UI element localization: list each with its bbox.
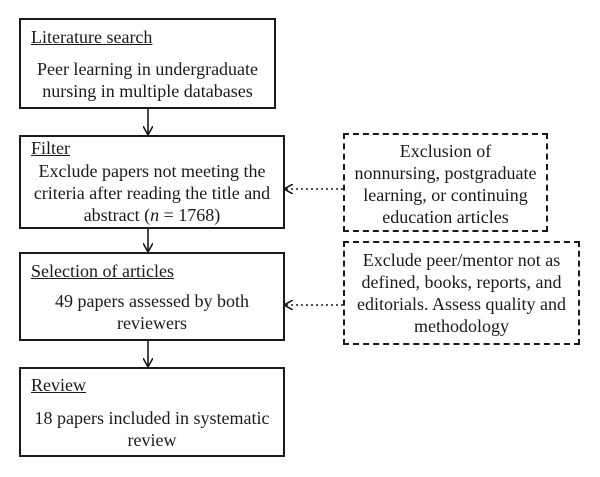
step-title: Selection of articles	[31, 261, 174, 281]
exclusion-box-2: Exclude peer/mentor not as defined, book…	[343, 241, 580, 345]
exclusion-line: Exclude peer/mentor not as	[362, 250, 561, 270]
step-description: 49 papers assessed by both reviewers	[21, 290, 283, 334]
exclusion-text: Exclusion of nonnursing, postgraduate le…	[345, 140, 546, 228]
step-line: review	[127, 430, 177, 450]
step-description: 18 papers included in systematic review	[21, 407, 283, 451]
step-line: Peer learning in undergraduate	[36, 59, 259, 79]
step-line: reviewers	[117, 313, 187, 333]
sample-size-value: = 1768)	[159, 205, 221, 225]
exclusion-box-1: Exclusion of nonnursing, postgraduate le…	[343, 133, 548, 232]
exclusion-line: Exclusion of	[399, 141, 492, 161]
exclusion-line: learning, or continuing	[363, 185, 528, 205]
step-description: Peer learning in undergraduate nursing i…	[21, 58, 274, 102]
step-literature-search: Literature search Peer learning in under…	[19, 18, 276, 109]
step-review: Review 18 papers included in systematic …	[19, 367, 285, 457]
exclusion-line: methodology	[414, 316, 509, 336]
step-selection-of-articles: Selection of articles 49 papers assessed…	[19, 252, 285, 341]
exclusion-line: education articles	[382, 207, 509, 227]
step-line-part: abstract (	[83, 205, 151, 225]
exclusion-line: nonnursing, postgraduate	[354, 163, 537, 183]
step-title: Filter	[31, 138, 70, 158]
step-title: Review	[31, 375, 86, 395]
sample-size-symbol: n	[150, 205, 160, 225]
exclusion-text: Exclude peer/mentor not as defined, book…	[345, 249, 578, 337]
step-title: Literature search	[31, 27, 153, 47]
step-filter: Filter Exclude papers not meeting the cr…	[19, 135, 285, 229]
step-line: nursing in multiple databases	[42, 81, 253, 101]
step-line: abstract (n = 1768)	[21, 204, 283, 226]
exclusion-line: defined, books, reports, and	[361, 272, 562, 292]
step-line: 18 papers included in systematic	[34, 408, 270, 428]
step-description: Exclude papers not meeting the criteria …	[21, 160, 283, 226]
step-line: Exclude papers not meeting the	[38, 161, 266, 181]
step-line: 49 papers assessed by both	[55, 291, 249, 311]
exclusion-line: editorials. Assess quality and	[357, 294, 566, 314]
step-line: criteria after reading the title and	[33, 183, 271, 203]
